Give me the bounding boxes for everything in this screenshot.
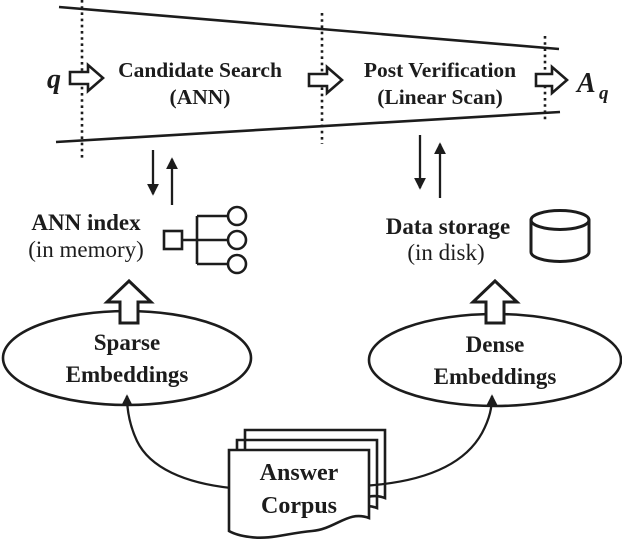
answer-corpus-front-page [227,448,371,539]
dense-embeddings-ellipse [367,312,622,408]
tree-branches [182,214,228,266]
stage1-label-line2: (ANN) [170,85,231,109]
corpus-to-dense-curved-arrow-icon [361,394,498,488]
ann-index-exchange-arrows-icon [147,150,178,205]
sparse-embeddings-line1: Sparse [94,330,160,355]
tree-leaf-node [226,229,248,251]
dense-embeddings-line2: Embeddings [434,364,557,389]
query-label: q [47,64,61,95]
tree-root-node [162,229,184,251]
result-label-base: A [575,68,596,99]
cylinder-top [529,209,591,231]
sparse-to-index-block-arrow-icon [103,278,155,325]
sparse-embeddings-ellipse [1,309,253,407]
stage-transition-arrow-icon [307,64,344,96]
funnel-top-line [58,5,560,51]
sparse-embeddings-line2: Embeddings [66,362,189,387]
data-storage-exchange-arrows-icon [414,135,446,198]
result-label-subscript: q [599,83,609,104]
ann-index-title: ANN index [31,210,141,235]
corpus-to-sparse-curved-arrow-icon [121,394,232,490]
dense-to-storage-block-arrow-icon [469,278,521,325]
answer-corpus-line2: Corpus [261,493,337,519]
cylinder-body [529,220,591,263]
query-input-arrow-icon [68,62,105,94]
result-output-arrow-icon [534,64,569,96]
answer-corpus-line1: Answer [260,460,339,486]
ann-index-subtitle: (in memory) [28,237,144,262]
dense-embeddings-line1: Dense [466,332,525,357]
ann-tree-icon [162,205,248,275]
tree-leaf-node [226,205,248,227]
funnel-bottom-line [55,110,561,144]
stage1-label-line1: Candidate Search [118,58,282,82]
data-storage-subtitle: (in disk) [407,240,484,265]
tree-leaf-node [226,253,248,275]
data-storage-title: Data storage [386,214,511,239]
database-cylinder-icon [529,209,591,263]
stage2-label-line2: (Linear Scan) [377,85,503,109]
stage2-label-line1: Post Verification [364,58,516,82]
